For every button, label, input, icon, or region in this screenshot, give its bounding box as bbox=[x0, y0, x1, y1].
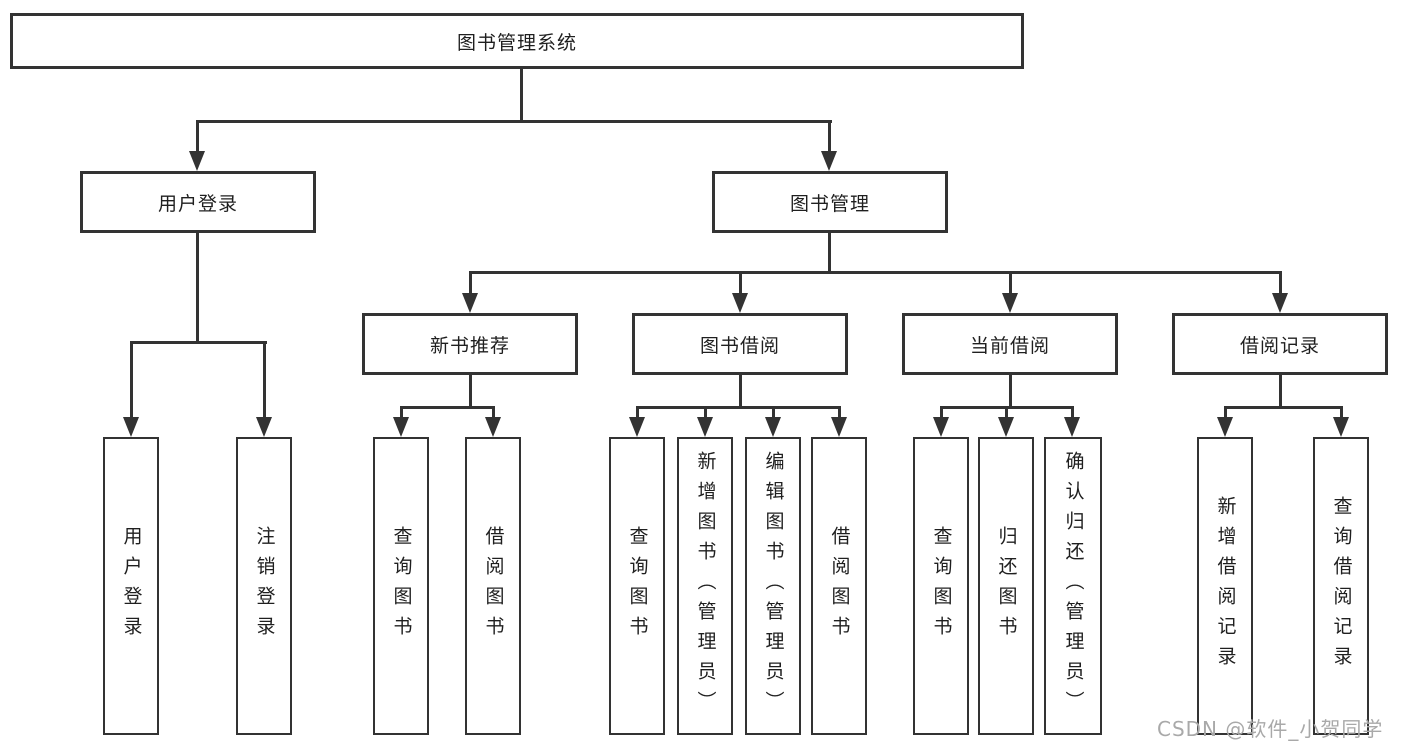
connector-vline bbox=[1279, 375, 1282, 409]
leaf-borrow-books-label: 借阅图书 bbox=[828, 526, 851, 646]
leaf-query-borrow-record-label: 查询借阅记录 bbox=[1330, 496, 1353, 676]
arrowhead-down-icon bbox=[462, 293, 478, 313]
arrowhead-down-icon bbox=[189, 151, 205, 171]
arrowhead-down-icon bbox=[1064, 417, 1080, 437]
node-current-borrow-label: 当前借阅 bbox=[969, 334, 1050, 357]
connector-arrow-shaft bbox=[1279, 271, 1282, 295]
connector-arrow-shaft bbox=[196, 120, 199, 153]
connector-hline bbox=[469, 271, 1282, 274]
leaf-add-borrow-record-label: 新增借阅记录 bbox=[1214, 496, 1237, 676]
arrowhead-down-icon bbox=[765, 417, 781, 437]
arrowhead-down-icon bbox=[697, 417, 713, 437]
leaf-logout: 注销登录 bbox=[236, 437, 292, 735]
node-book-borrow: 图书借阅 bbox=[632, 313, 848, 375]
leaf-query-books-borrow-label: 查询图书 bbox=[626, 526, 649, 646]
node-book-management: 图书管理 bbox=[712, 171, 948, 233]
connector-vline bbox=[1009, 375, 1012, 409]
leaf-borrow-books: 借阅图书 bbox=[811, 437, 867, 735]
connector-vline bbox=[520, 69, 523, 123]
connector-arrow-shaft bbox=[400, 406, 403, 419]
arrowhead-down-icon bbox=[732, 293, 748, 313]
connector-arrow-shaft bbox=[263, 341, 266, 419]
node-new-book-recommend-label: 新书推荐 bbox=[429, 334, 510, 357]
arrowhead-down-icon bbox=[1333, 417, 1349, 437]
leaf-query-books-recommend: 查询图书 bbox=[373, 437, 429, 735]
leaf-confirm-return-admin-label: 确认归还（管理员） bbox=[1062, 451, 1085, 721]
connector-arrow-shaft bbox=[130, 341, 133, 419]
leaf-query-books-current: 查询图书 bbox=[913, 437, 969, 735]
arrowhead-down-icon bbox=[831, 417, 847, 437]
connector-hline bbox=[636, 406, 841, 409]
node-root: 图书管理系统 bbox=[10, 13, 1024, 69]
leaf-edit-book-admin-label: 编辑图书（管理员） bbox=[762, 451, 785, 721]
arrowhead-down-icon bbox=[998, 417, 1014, 437]
leaf-user-login: 用户登录 bbox=[103, 437, 159, 735]
connector-hline bbox=[196, 120, 832, 123]
connector-arrow-shaft bbox=[636, 406, 639, 419]
connector-arrow-shaft bbox=[739, 271, 742, 295]
leaf-user-login-label: 用户登录 bbox=[120, 526, 143, 646]
node-borrow-records-label: 借阅记录 bbox=[1239, 334, 1320, 357]
leaf-logout-label: 注销登录 bbox=[253, 526, 276, 646]
leaf-edit-book-admin: 编辑图书（管理员） bbox=[745, 437, 801, 735]
arrowhead-down-icon bbox=[485, 417, 501, 437]
node-user-login-label: 用户登录 bbox=[157, 192, 238, 215]
leaf-add-borrow-record: 新增借阅记录 bbox=[1197, 437, 1253, 735]
connector-arrow-shaft bbox=[469, 271, 472, 295]
leaf-add-book-admin-label: 新增图书（管理员） bbox=[694, 451, 717, 721]
leaf-borrow-books-recommend-label: 借阅图书 bbox=[482, 526, 505, 646]
arrowhead-down-icon bbox=[629, 417, 645, 437]
arrowhead-down-icon bbox=[933, 417, 949, 437]
arrowhead-down-icon bbox=[821, 151, 837, 171]
node-book-management-label: 图书管理 bbox=[789, 192, 870, 215]
connector-vline bbox=[469, 375, 472, 409]
connector-arrow-shaft bbox=[704, 406, 707, 419]
arrowhead-down-icon bbox=[123, 417, 139, 437]
connector-hline bbox=[130, 341, 267, 344]
leaf-return-books-label: 归还图书 bbox=[995, 526, 1018, 646]
connector-arrow-shaft bbox=[1224, 406, 1227, 419]
leaf-query-books-borrow: 查询图书 bbox=[609, 437, 665, 735]
leaf-query-borrow-record: 查询借阅记录 bbox=[1313, 437, 1369, 735]
leaf-add-book-admin: 新增图书（管理员） bbox=[677, 437, 733, 735]
connector-arrow-shaft bbox=[828, 120, 831, 153]
node-borrow-records: 借阅记录 bbox=[1172, 313, 1388, 375]
csdn-watermark: CSDN @软件_小贺同学 bbox=[1157, 717, 1384, 741]
connector-arrow-shaft bbox=[838, 406, 841, 419]
node-current-borrow: 当前借阅 bbox=[902, 313, 1118, 375]
arrowhead-down-icon bbox=[1002, 293, 1018, 313]
connector-arrow-shaft bbox=[1340, 406, 1343, 419]
connector-arrow-shaft bbox=[492, 406, 495, 419]
arrowhead-down-icon bbox=[393, 417, 409, 437]
connector-arrow-shaft bbox=[1009, 271, 1012, 295]
leaf-query-books-recommend-label: 查询图书 bbox=[390, 526, 413, 646]
connector-arrow-shaft bbox=[1071, 406, 1074, 419]
leaf-return-books: 归还图书 bbox=[978, 437, 1034, 735]
connector-hline bbox=[400, 406, 495, 409]
node-user-login: 用户登录 bbox=[80, 171, 316, 233]
connector-hline bbox=[1224, 406, 1343, 409]
leaf-query-books-current-label: 查询图书 bbox=[930, 526, 953, 646]
connector-arrow-shaft bbox=[1005, 406, 1008, 419]
connector-arrow-shaft bbox=[940, 406, 943, 419]
connector-vline bbox=[828, 233, 831, 274]
node-root-label: 图书管理系统 bbox=[456, 31, 577, 54]
connector-vline bbox=[739, 375, 742, 409]
arrowhead-down-icon bbox=[256, 417, 272, 437]
arrowhead-down-icon bbox=[1272, 293, 1288, 313]
leaf-borrow-books-recommend: 借阅图书 bbox=[465, 437, 521, 735]
leaf-confirm-return-admin: 确认归还（管理员） bbox=[1044, 437, 1102, 735]
connector-arrow-shaft bbox=[772, 406, 775, 419]
node-new-book-recommend: 新书推荐 bbox=[362, 313, 578, 375]
connector-vline bbox=[196, 233, 199, 344]
node-book-borrow-label: 图书借阅 bbox=[699, 334, 780, 357]
arrowhead-down-icon bbox=[1217, 417, 1233, 437]
